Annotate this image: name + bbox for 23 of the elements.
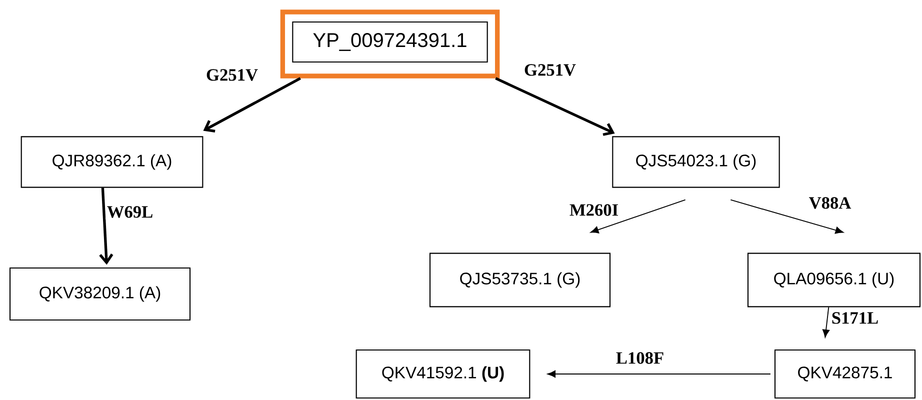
highlight-frame (280, 10, 500, 78)
edge-label: S171L (830, 310, 880, 326)
label-box: QJS53735.1 (G) (429, 252, 611, 308)
edge-label: G251V (204, 68, 260, 82)
label-box: QKV41592.1 (U) (356, 349, 530, 399)
label-box: YP_009724391.1 (292, 21, 488, 63)
arrow (547, 370, 771, 378)
label-box: QJS54023.1 (G) (612, 136, 780, 188)
edge-label: W69L (106, 204, 154, 220)
arrow (203, 77, 301, 133)
arrow (99, 188, 114, 265)
label-box: QJR89362.1 (A) (20, 136, 204, 188)
arrow (730, 199, 844, 234)
edge-label: M260I (568, 202, 620, 218)
label-box: QKV38209.1 (A) (9, 267, 191, 321)
edge-label: L108F (614, 350, 666, 366)
edge-label: V88A (807, 196, 852, 210)
arrow (495, 77, 615, 136)
arrow (590, 199, 686, 234)
edge-label: G251V (522, 62, 578, 78)
label-box: QKV42875.1 (774, 349, 916, 399)
label-box: QLA09656.1 (U) (747, 252, 921, 308)
arrow (822, 306, 830, 338)
